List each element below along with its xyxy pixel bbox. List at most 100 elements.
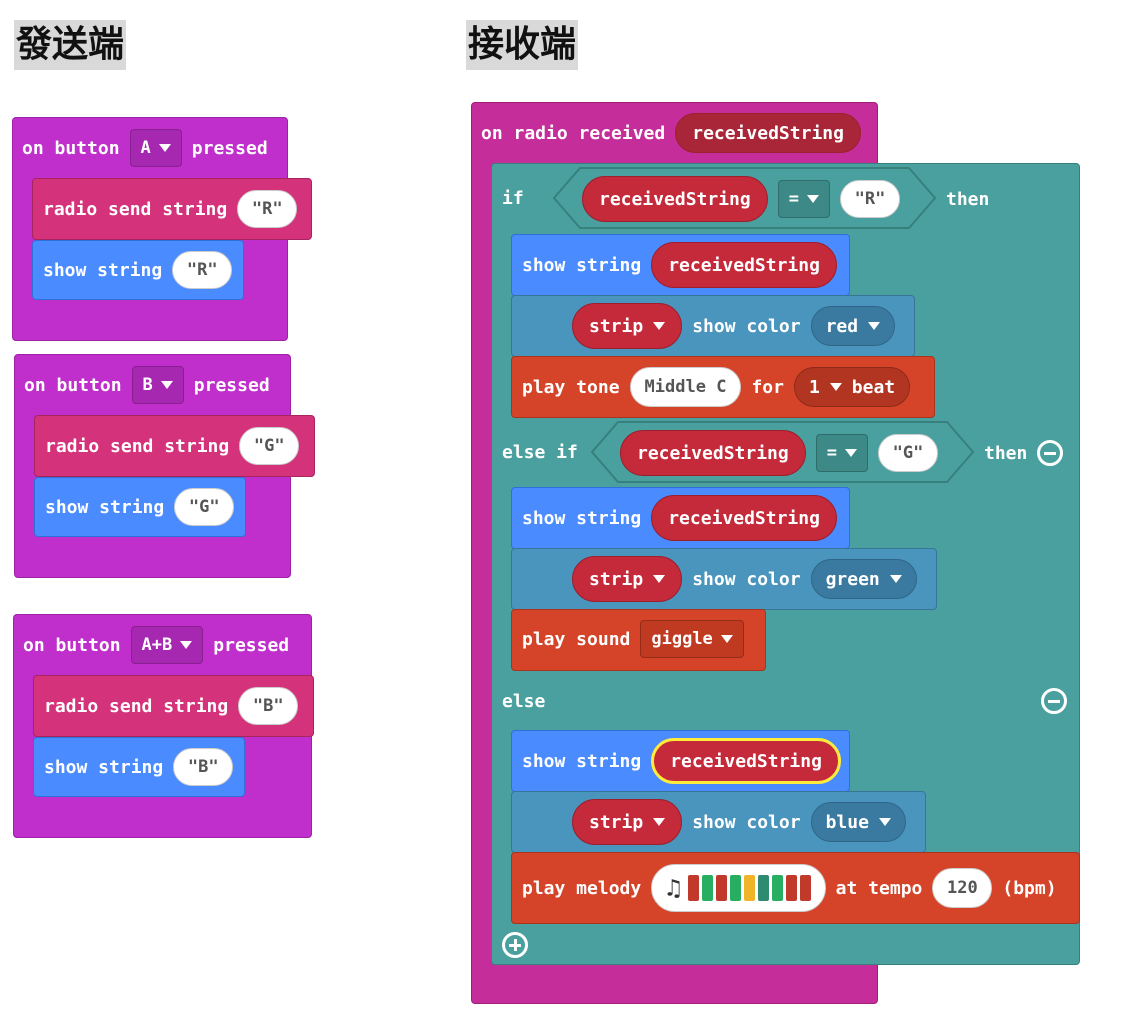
event-suffix: pressed [213,634,290,656]
strip-show-color-block[interactable]: strip show color blue [511,791,926,853]
received-string-variable-selected[interactable]: receivedString [651,738,841,784]
play-melody-label: play melody [522,877,642,899]
add-branch-icon[interactable] [502,932,528,958]
chevron-down-icon [160,381,173,389]
sound-dropdown[interactable]: giggle [640,620,744,658]
else-if-label: else if [502,441,578,463]
chevron-down-icon [653,818,666,826]
received-string-variable[interactable]: receivedString [651,495,837,541]
if-label: if [502,187,524,209]
button-dropdown-a[interactable]: A [129,129,182,167]
else-label: else [502,690,546,712]
melody-note-cell [687,875,699,901]
then-label: then [946,188,990,210]
event-label: on button [22,137,120,159]
string-value-input[interactable]: "R" [172,251,233,289]
event-suffix: pressed [191,137,268,159]
chevron-down-icon [878,818,891,826]
chevron-down-icon [829,383,842,391]
color-dropdown[interactable]: green [810,559,917,599]
radio-send-label: radio send string [44,695,229,717]
melody-editor[interactable]: ♫ [651,864,826,912]
at-tempo-label: at tempo [835,877,923,899]
event-label: on button [24,374,122,396]
music-note-icon: ♫ [666,874,681,902]
radio-send-string-block[interactable]: radio send string "R" [32,178,312,240]
chevron-down-icon [158,144,171,152]
chevron-down-icon [653,575,666,583]
radio-received-label: on radio received [481,122,666,144]
strip-show-color-block[interactable]: strip show color red [511,295,915,357]
remove-else-icon[interactable] [1041,688,1067,714]
color-dropdown[interactable]: blue [810,802,906,842]
tone-note-input[interactable]: Middle C [629,367,742,407]
chevron-down-icon [868,322,881,330]
show-string-block[interactable]: show string receivedString [511,234,850,296]
play-sound-label: play sound [522,628,631,650]
string-value-input[interactable]: "R" [237,190,298,228]
show-string-block[interactable]: show string "G" [34,477,246,537]
show-string-block[interactable]: show string receivedString [511,730,850,792]
received-string-variable[interactable]: receivedString [651,242,837,288]
show-color-label: show color [692,568,801,590]
melody-note-cell [701,875,713,901]
radio-send-string-block[interactable]: radio send string "G" [34,415,315,477]
show-string-block[interactable]: show string "R" [32,240,244,300]
receiver-heading: 接收端 [466,20,579,70]
show-string-label: show string [522,507,642,529]
string-value-input[interactable]: "R" [839,180,900,218]
event-label: on button [23,634,121,656]
sender-heading: 發送端 [14,20,127,70]
operator-dropdown[interactable]: = [777,180,830,218]
chevron-down-icon [180,641,193,649]
show-string-label: show string [45,496,165,518]
show-string-label: show string [43,259,163,281]
show-string-block[interactable]: show string receivedString [511,487,850,549]
then-label: then [984,442,1028,464]
received-string-variable[interactable]: receivedString [675,113,861,153]
show-string-label: show string [44,756,164,778]
received-string-variable[interactable]: receivedString [620,430,806,476]
melody-note-cell [799,875,811,901]
button-dropdown-ab[interactable]: A+B [130,626,204,664]
chevron-down-icon [806,195,819,203]
bpm-label: (bpm) [1002,877,1057,899]
for-label: for [751,376,784,398]
strip-dropdown[interactable]: strip [572,799,683,845]
play-tone-label: play tone [522,376,620,398]
chevron-down-icon [720,635,733,643]
chevron-down-icon [844,449,857,457]
play-sound-block[interactable]: play sound giggle [511,609,766,671]
operator-dropdown[interactable]: = [815,434,868,472]
received-string-variable[interactable]: receivedString [582,176,768,222]
radio-send-string-block[interactable]: radio send string "B" [33,675,314,737]
melody-note-cell [771,875,783,901]
play-melody-block[interactable]: play melody ♫ at tempo 120 (bpm) [511,852,1080,924]
button-dropdown-b[interactable]: B [131,366,184,404]
melody-note-cell [785,875,797,901]
show-string-label: show string [522,254,642,276]
remove-branch-icon[interactable] [1037,440,1064,466]
string-value-input[interactable]: "B" [173,748,234,786]
color-dropdown[interactable]: red [810,306,896,346]
string-value-input[interactable]: "B" [238,687,299,725]
melody-note-cell [729,875,741,901]
show-string-block[interactable]: show string "B" [33,737,245,797]
chevron-down-icon [653,322,666,330]
melody-note-cell [715,875,727,901]
string-value-input[interactable]: "G" [239,427,300,465]
strip-show-color-block[interactable]: strip show color green [511,548,937,610]
show-string-label: show string [522,750,642,772]
radio-send-label: radio send string [43,198,228,220]
event-suffix: pressed [193,374,270,396]
melody-note-cell [743,875,755,901]
string-value-input[interactable]: "G" [174,488,235,526]
string-value-input[interactable]: "G" [877,434,938,472]
radio-send-label: radio send string [45,435,230,457]
strip-dropdown[interactable]: strip [572,303,683,349]
strip-dropdown[interactable]: strip [572,556,683,602]
tempo-input[interactable]: 120 [932,868,993,908]
show-color-label: show color [692,315,801,337]
